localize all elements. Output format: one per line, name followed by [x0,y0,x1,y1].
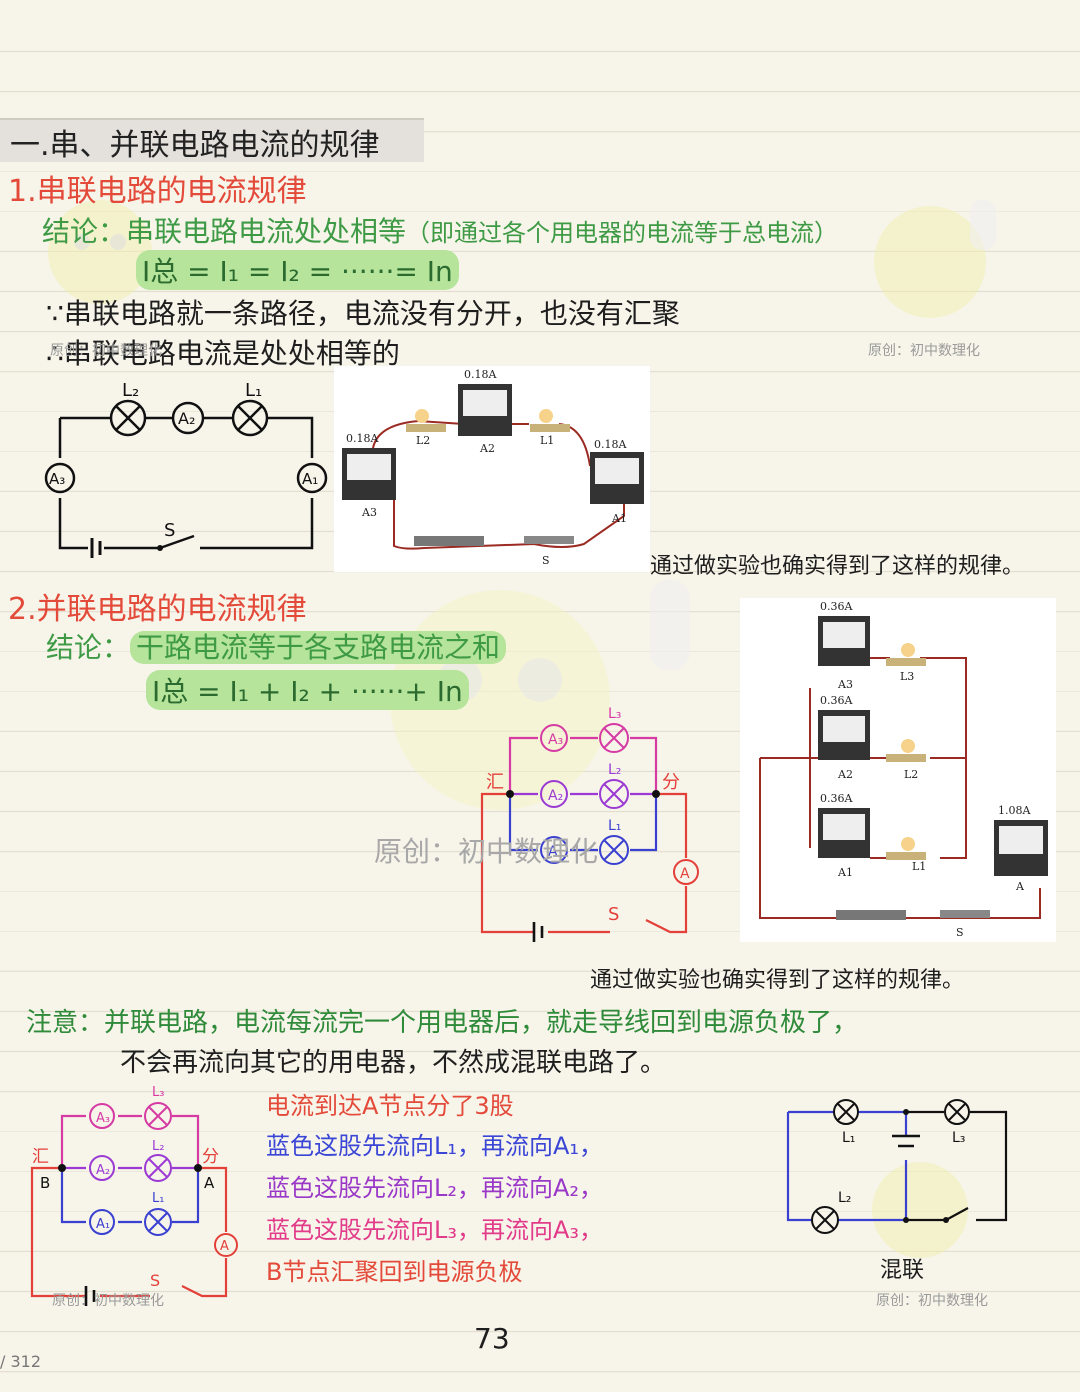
parallel-label-a: A [680,866,690,882]
parallel-conclusion-label: 结论： [46,631,131,664]
explanation-line-3: 蓝色这股先流向L₂，再流向A₂， [266,1174,604,1202]
parallel-label-l2: L₂ [608,762,621,778]
hybrid-label-l3: L₃ [952,1130,965,1146]
series-reason-1: ∵串联电路就一条路径，电流没有分开，也没有汇聚 [46,297,680,330]
series-photo-left-reading: 0.18A [346,432,379,445]
expl-label-a: A [220,1239,229,1254]
watermark-center: 原创：初中数理化 [374,835,599,868]
parallel-photo-a2: A2 [837,768,853,781]
parallel-photo-a3: A3 [837,678,853,691]
ammeter-a1 [590,452,644,504]
section-title: 一.串、并联电路电流的规律 [10,128,380,163]
series-photo-a1: A1 [611,512,627,525]
expl-label-a-node: A [204,1174,215,1192]
series-photo-top-reading: 0.18A [464,368,497,381]
series-photo-right-reading: 0.18A [594,438,627,451]
parallel-circuit-diagram: A₃ L₃ A₂ L₂ A₁ L₁ A 汇 分 S [480,706,699,942]
series-label-a2: A₂ [178,409,195,428]
expl-label-l3: L₃ [152,1085,164,1100]
title-bar [0,118,424,162]
series-reason-2: ∴串联电路电流是处处相等的 [46,337,400,370]
watermark-bottom-left: 原创：初中数理化 [52,1293,164,1309]
expl-label-l1: L₁ [152,1191,164,1206]
expl-label-s: S [150,1271,160,1290]
series-photo-a3: A3 [361,506,377,519]
parallel-label-l1: L₁ [608,818,621,834]
parallel-formula: I总 = I₁ + I₂ + ······+ In [146,670,469,710]
parallel-label-hui: 汇 [486,772,504,793]
mascot-watermark-left [48,200,152,304]
parallel-label-a2: A₂ [548,788,563,804]
hybrid-label-l1: L₁ [842,1130,855,1146]
parallel-photo-mid-reading: 0.36A [820,694,853,707]
series-circuit-diagram: L₂ L₁ A₂ A₃ A₁ S [44,380,328,558]
series-label-l1: L₁ [245,380,262,401]
parallel-heading: 2.并联电路的电流规律 [8,592,307,627]
expl-label-a2: A₂ [96,1163,110,1178]
parallel-photo-l2: L2 [904,768,918,781]
explanation-line-4: 蓝色这股先流向L₃，再流向A₃， [266,1216,604,1244]
page-number: 73 [474,1322,510,1355]
hybrid-caption: 混联 [880,1258,925,1283]
series-formula: I总 = I₁ = I₂ = ······= In [136,250,459,290]
hybrid-circuit-diagram: L₁ L₃ L₂ [786,1099,1008,1234]
expl-label-l2: L₂ [152,1139,164,1154]
series-label-a1: A₁ [302,470,318,488]
parallel-label-a1: A₁ [548,844,563,860]
watermark-2: 原创：初中数理化 [868,343,980,359]
note-line-1: 注意：并联电路，电流每流完一个用电器后，就走导线回到电源负极了， [26,1008,859,1038]
parallel-photo-main-reading: 1.08A [998,804,1031,817]
series-experiment-note: 通过做实验也确实得到了这样的规律。 [650,554,1025,579]
parallel-photo-a1: A1 [837,866,853,879]
expl-label-b: B [40,1174,50,1192]
parallel-label-a3: A₃ [548,732,563,748]
hybrid-label-l2: L₂ [838,1190,851,1206]
parallel-conclusion: 结论：干路电流等于各支路电流之和 [46,626,507,666]
ammeter-a2 [458,384,512,436]
expl-label-fen: 分 [202,1147,219,1167]
parallel-label-s: S [608,904,619,925]
series-conclusion-main: 串联电路电流处处相等 [126,215,407,248]
mascot-watermark-right [874,200,996,318]
parallel-photo-bot-reading: 0.36A [820,792,853,805]
parallel-photo-top-reading: 0.36A [820,600,853,613]
series-conclusion-label: 结论： [42,215,127,248]
explanation-line-1: 电流到达A节点分了3股 [266,1092,514,1120]
parallel-photo-l1: L1 [912,860,926,873]
note-line-2: 不会再流向其它的用电器，不然成混联电路了。 [120,1048,667,1078]
series-photo-l2: L2 [416,434,430,447]
watermark-bottom-right: 原创：初中数理化 [876,1293,988,1309]
series-label-l2: L₂ [122,380,139,401]
page-counter: / 312 [0,1352,42,1371]
expl-label-a3: A₃ [96,1111,110,1126]
series-photo-l1: L1 [540,434,554,447]
explanation-line-2: 蓝色这股先流向L₁，再流向A₁， [266,1132,604,1160]
parallel-label-fen: 分 [662,772,680,793]
explanation-circuit-diagram: A₃ L₃ A₂ L₂ A₁ L₁ A 汇 B 分 A S [30,1085,238,1306]
explanation-line-5: B节点汇聚回到电源负极 [266,1258,523,1286]
series-experiment-photo: 0.18A 0.18A 0.18A L2 A2 L1 A3 A1 S [334,366,650,572]
expl-label-hui: 汇 [32,1147,49,1167]
expl-label-a1: A₁ [96,1217,110,1232]
ammeter-a3 [342,448,396,500]
parallel-photo-l3: L3 [900,670,914,683]
series-label-a3: A₃ [49,470,65,488]
parallel-experiment-note: 通过做实验也确实得到了这样的规律。 [590,968,965,993]
parallel-photo-a: A [1015,880,1025,893]
series-conclusion: 结论：串联电路电流处处相等（即通过各个用电器的电流等于总电流） [42,210,838,250]
series-photo-s: S [542,554,550,567]
series-photo-a2: A2 [479,442,495,455]
watermark-1: 原创：初中数理化 [50,343,162,359]
parallel-experiment-photo: 0.36A 0.36A 0.36A 1.08A A3 A2 A1 L3 L2 L… [740,598,1056,942]
parallel-photo-s: S [956,926,964,939]
mascot-watermark-bottom [872,1162,968,1258]
series-label-s: S [164,520,175,541]
series-heading: 1.串联电路的电流规律 [8,174,307,209]
parallel-label-l3: L₃ [608,706,621,722]
series-conclusion-note: （即通过各个用电器的电流等于总电流） [406,219,839,247]
parallel-conclusion-main: 干路电流等于各支路电流之和 [130,631,507,664]
